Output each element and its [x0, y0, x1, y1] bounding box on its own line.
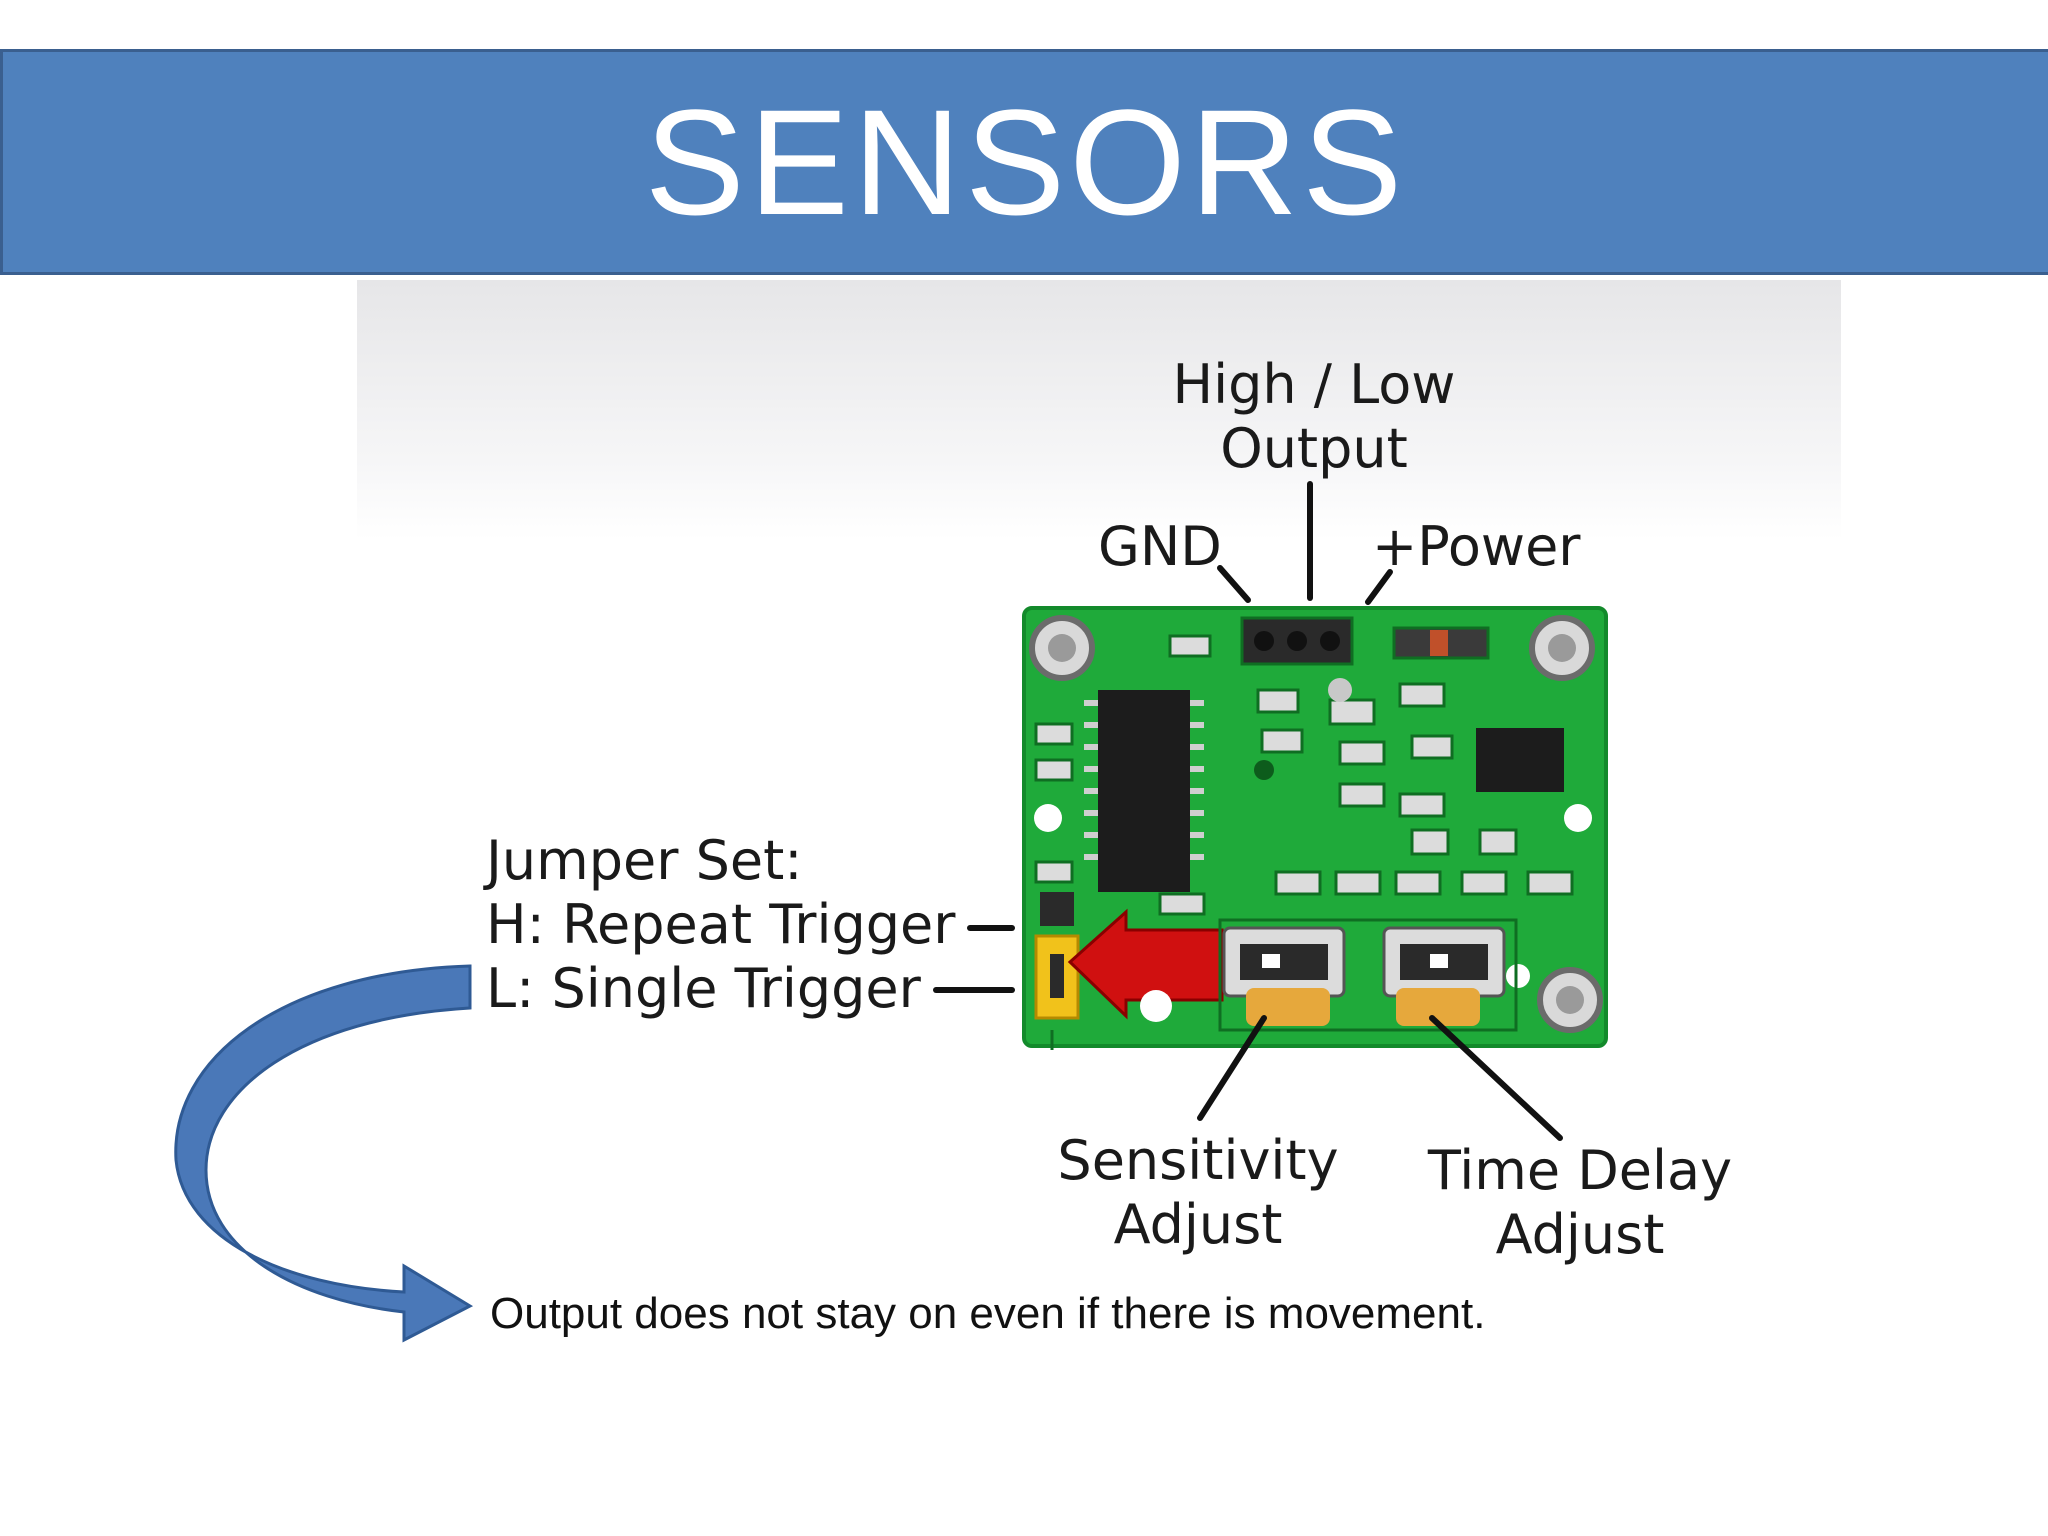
label-sensitivity-line1: Sensitivity: [1057, 1129, 1339, 1192]
label-sensitivity-line2: Adjust: [1113, 1193, 1283, 1256]
label-repeat-trigger: H: Repeat Trigger: [486, 893, 956, 956]
jumper-pin-h: [1040, 892, 1074, 926]
pir-sensor-board: [1022, 606, 1608, 1050]
label-sensitivity-adjust: Sensitivity Adjust: [1048, 1134, 1348, 1252]
label-gnd: GND: [1098, 515, 1222, 578]
label-time-delay-line1: Time Delay: [1427, 1139, 1733, 1202]
slide-title: SENSORS: [644, 77, 1407, 246]
mounting-hole-right: [1564, 804, 1592, 832]
label-power: +Power: [1372, 515, 1581, 578]
label-time-delay-adjust: Time Delay Adjust: [1420, 1144, 1740, 1262]
label-jumper-set: Jumper Set:: [486, 829, 803, 892]
label-high-low-output: High / Low Output: [1164, 358, 1464, 476]
title-band: SENSORS: [0, 49, 2048, 275]
label-high-low-line2: Output: [1220, 417, 1408, 480]
leader-lines: [933, 481, 1563, 1141]
label-time-delay-line2: Adjust: [1495, 1203, 1665, 1266]
label-high-low-line1: High / Low: [1172, 353, 1456, 416]
slide-caption: Output does not stay on even if there is…: [490, 1289, 1486, 1338]
mounting-hole-left: [1034, 804, 1062, 832]
voltage-regulator: [1476, 728, 1564, 792]
red-pointer-arrow: [1067, 908, 1224, 1020]
ic-chip: [1098, 690, 1190, 892]
label-single-trigger: L: Single Trigger: [486, 957, 921, 1020]
blue-curved-arrow: [174, 964, 474, 1343]
